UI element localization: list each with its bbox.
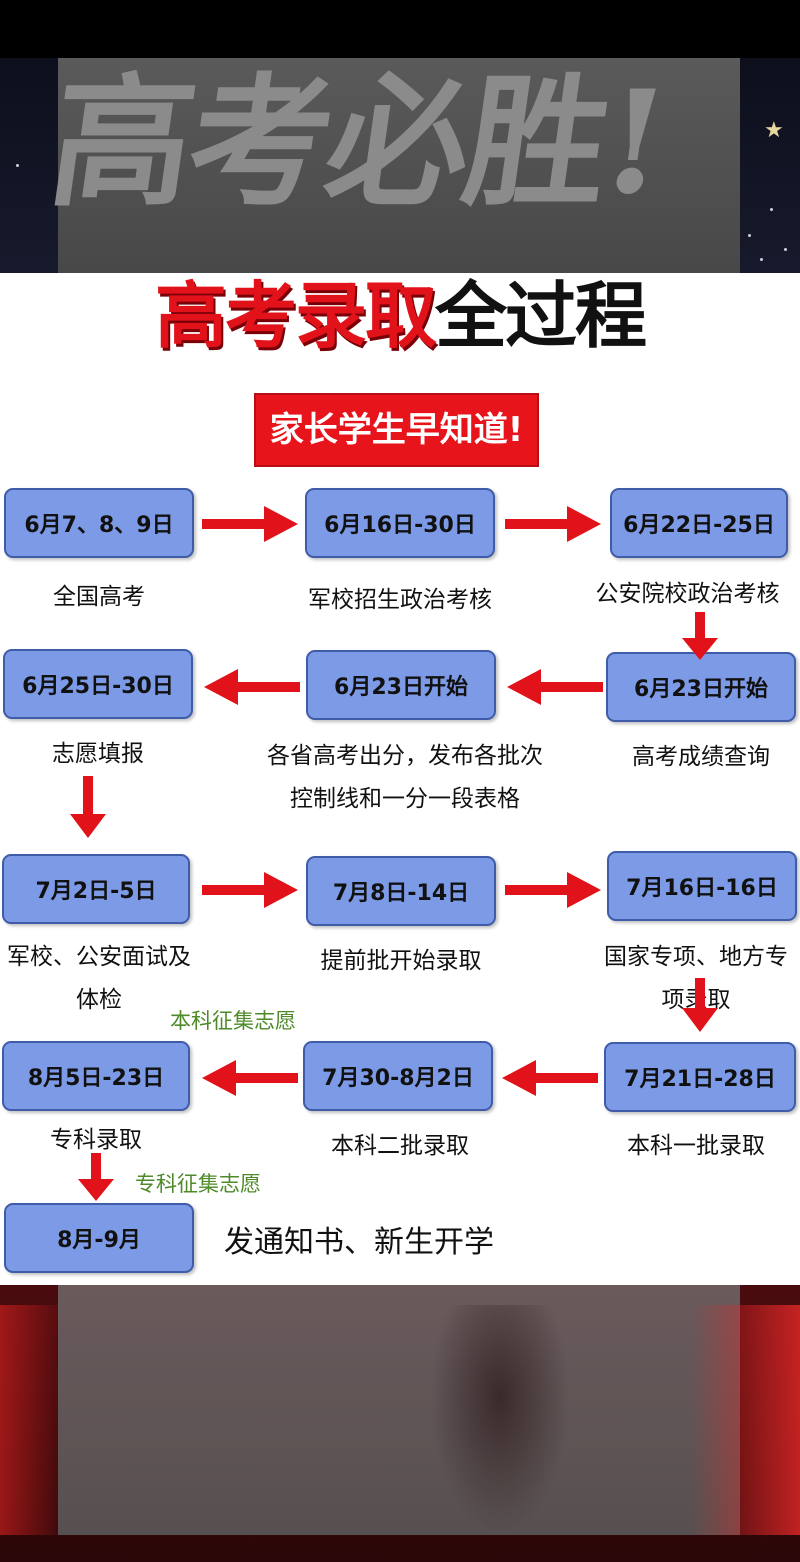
note-undergrad-collect: 本科征集志愿 xyxy=(170,1009,296,1033)
step-node-11: 7月30-8月2日 xyxy=(303,1041,493,1111)
arrow-left-icon xyxy=(502,1060,598,1096)
step-node-13: 8月-9月 xyxy=(4,1203,194,1273)
step-node-8: 7月8日-14日 xyxy=(306,856,496,926)
bottom-banner xyxy=(0,1285,800,1562)
subtitle-banner: 家长学生早知道! xyxy=(254,393,539,467)
step-node-9: 7月16日-16日 xyxy=(607,851,797,921)
step-label-1: 全国高考 xyxy=(53,584,145,610)
arrow-right-icon xyxy=(505,872,601,908)
step-label-2: 军校招生政治考核 xyxy=(308,587,492,613)
star-dot xyxy=(16,164,19,167)
arrow-right-icon xyxy=(202,506,298,542)
step-node-7: 7月2日-5日 xyxy=(2,854,190,924)
step-label-10: 本科一批录取 xyxy=(627,1133,765,1159)
title-black-part: 全过程 xyxy=(435,274,647,358)
runner-silhouette xyxy=(430,1305,570,1535)
infographic: 高考录取全过程 家长学生早知道! 6月7、8、9日 全国高考 6月16日-30日… xyxy=(0,273,800,1285)
arrow-right-icon xyxy=(505,506,601,542)
step-label-5a: 各省高考出分，发布各批次 xyxy=(267,743,543,769)
red-glow-right xyxy=(690,1305,800,1535)
step-label-4: 高考成绩查询 xyxy=(632,744,770,770)
step-label-3: 公安院校政治考核 xyxy=(595,581,780,607)
step-label-12: 专科录取 xyxy=(50,1127,142,1153)
arrow-down-icon xyxy=(682,978,718,1032)
arrow-down-icon xyxy=(78,1153,114,1201)
banner-panel xyxy=(58,58,740,273)
step-node-2: 6月16日-30日 xyxy=(305,488,495,558)
step-node-3: 6月22日-25日 xyxy=(610,488,788,558)
arrow-left-icon xyxy=(507,669,603,705)
step-label-5b: 控制线和一分一段表格 xyxy=(290,786,520,812)
arrow-right-icon xyxy=(202,872,298,908)
star-dot xyxy=(760,258,763,261)
arrow-down-icon xyxy=(70,776,106,838)
star-dot xyxy=(770,208,773,211)
star-icon: ★ xyxy=(764,118,784,143)
step-node-12: 8月5日-23日 xyxy=(2,1041,190,1111)
top-banner: 高考必胜! ★ xyxy=(0,58,800,273)
star-dot xyxy=(748,234,751,237)
step-label-8: 提前批开始录取 xyxy=(320,948,482,974)
arrow-down-icon xyxy=(682,612,718,660)
step-label-6: 志愿填报 xyxy=(52,741,144,767)
step-node-1: 6月7、8、9日 xyxy=(4,488,194,558)
step-node-10: 7月21日-28日 xyxy=(604,1042,796,1112)
arrow-left-icon xyxy=(204,669,300,705)
step-node-5: 6月23日开始 xyxy=(306,650,496,720)
step-node-4: 6月23日开始 xyxy=(606,652,796,722)
star-dot xyxy=(784,248,787,251)
step-label-7a: 军校、公安面试及 xyxy=(7,944,191,970)
step-label-7b: 体检 xyxy=(76,987,122,1013)
step-label-11: 本科二批录取 xyxy=(331,1133,469,1159)
step-node-6: 6月25日-30日 xyxy=(3,649,193,719)
step-label-13: 发通知书、新生开学 xyxy=(224,1225,494,1260)
arrow-left-icon xyxy=(202,1060,298,1096)
page-title: 高考录取全过程 xyxy=(0,278,800,355)
step-label-9a: 国家专项、地方专 xyxy=(604,944,788,970)
note-college-collect: 专科征集志愿 xyxy=(135,1172,261,1196)
bottom-panel xyxy=(58,1285,740,1535)
title-red-part: 高考录取 xyxy=(154,274,437,358)
banner-slogan: 高考必胜! xyxy=(40,60,675,226)
